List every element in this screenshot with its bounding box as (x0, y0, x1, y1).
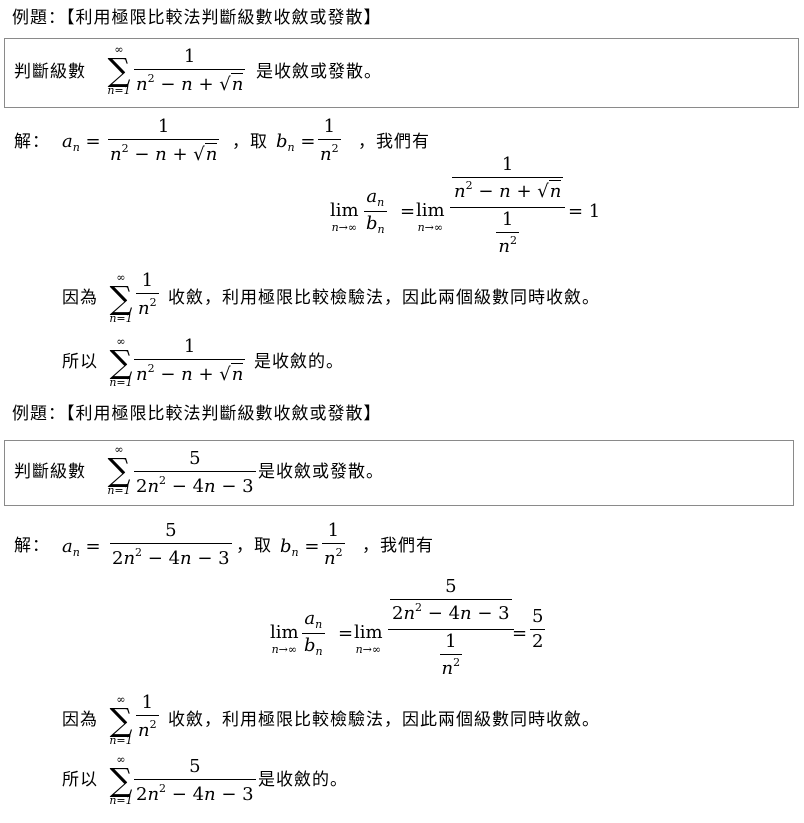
example-2-an-fraction: 5 2n2 − 4n − 3 (110, 520, 232, 569)
example-2-problem-fraction: 5 2n2 − 4n − 3 (134, 448, 256, 497)
example-2-equals-2: = (512, 623, 528, 644)
example-1-bn-fraction: 1 n2 (318, 116, 341, 165)
example-2-therefore-tail: 是收斂的。 (258, 770, 348, 790)
example-1-problem-fraction: 1 n2 − n + √n (134, 46, 246, 95)
example-2-problem-box (4, 440, 794, 506)
example-1-an: an = (62, 131, 101, 154)
example-2-heading: 例題：【利用極限比較法判斷級數收斂或發散】 (12, 404, 382, 424)
example-1-heading: 例題：【利用極限比較法判斷級數收斂或發散】 (12, 8, 382, 28)
example-1-problem-lead: 判斷級數 (14, 62, 86, 82)
example-2-because-tail: 收斂，利用極限比較檢驗法，因此兩個級數同時收斂。 (168, 710, 600, 730)
example-1-we-have: ，我們有 (358, 132, 430, 152)
example-2-because-sum: ∞∑n=1 (109, 693, 133, 747)
example-2-therefore: 所以 (62, 770, 98, 790)
example-1-equals: = (400, 201, 416, 222)
example-2-because: 因為 (62, 710, 98, 730)
example-2-we-have: ，我們有 (362, 536, 434, 556)
example-2-take-text: ，取 (236, 536, 272, 556)
example-1-because-sum: ∞∑n=1 (109, 271, 133, 325)
example-1-therefore-tail: 是收斂的。 (254, 352, 344, 372)
example-2-therefore-sum: ∞∑n=1 (109, 753, 133, 807)
example-2-therefore-fraction: 5 2n2 − 4n − 3 (134, 756, 256, 805)
example-1-bn: bn = (276, 131, 316, 154)
example-2-limit-result: 5 2 (530, 606, 546, 652)
example-1-take-text: ，取 (232, 132, 268, 152)
example-1-therefore-sum: ∞∑n=1 (109, 335, 133, 389)
example-2-bn: bn = (280, 536, 320, 559)
example-1-therefore: 所以 (62, 352, 98, 372)
example-1-an-fraction: 1 n2 − n + √n (108, 116, 220, 165)
example-2-equals: = (338, 623, 354, 644)
example-1-because-tail: 收斂，利用極限比較檢驗法，因此兩個級數同時收斂。 (168, 288, 600, 308)
example-1-limit-result: = 1 (568, 201, 601, 222)
example-2-solution-label: 解： (14, 536, 50, 556)
example-2-an: an = (62, 536, 101, 559)
example-2-problem-lead: 判斷級數 (14, 462, 86, 482)
example-1-problem-box (4, 38, 799, 108)
example-1-problem-tail: 是收斂或發散。 (256, 62, 382, 82)
example-1-therefore-fraction: 1 n2 − n + √n (134, 336, 246, 385)
example-2-problem-tail: 是收斂或發散。 (258, 462, 384, 482)
example-1-because: 因為 (62, 288, 98, 308)
example-1-problem-sum: ∞∑n=1 (107, 43, 131, 97)
example-2-problem-sum: ∞∑n=1 (107, 443, 131, 497)
example-1-solution-label: 解： (14, 132, 50, 152)
